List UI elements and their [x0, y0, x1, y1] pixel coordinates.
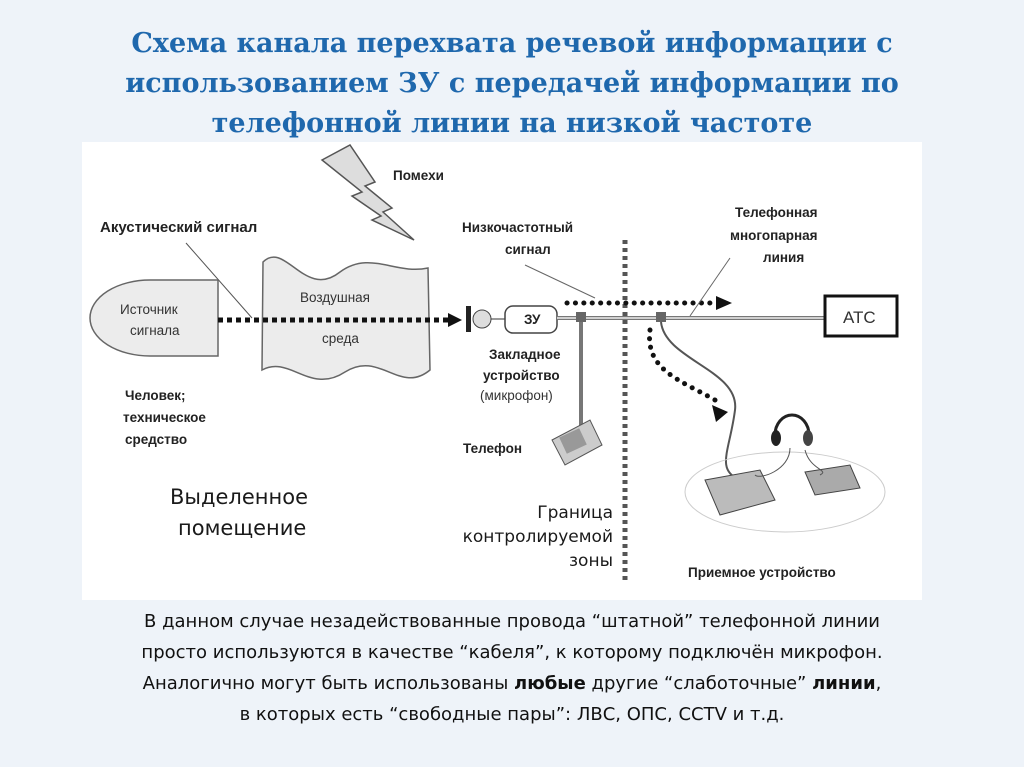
title-line: Схема канала перехвата речевой информаци… — [131, 28, 893, 59]
person-label: средство — [125, 432, 187, 447]
caption-line: Аналогично могут быть использованы любые… — [0, 668, 1024, 699]
source-label: сигнала — [130, 323, 180, 338]
noise-label: Помехи — [393, 168, 444, 183]
telephone-icon — [551, 419, 603, 466]
bug-label: (микрофон) — [480, 388, 553, 403]
room-label: Выделенное — [170, 485, 308, 509]
caption-line: просто используются в качестве “кабеля”,… — [141, 642, 883, 663]
caption-text: , — [875, 673, 882, 694]
bug-label: Закладное — [489, 347, 561, 362]
line-label: линия — [763, 250, 804, 265]
pointer-line — [689, 257, 731, 317]
lightning-icon — [320, 144, 415, 241]
person-label: техническое — [123, 410, 206, 425]
ats-label: АТС — [843, 308, 876, 327]
border-label: Граница — [537, 503, 613, 523]
junction — [656, 312, 666, 322]
caption-text: другие “слаботочные” — [585, 673, 813, 694]
title-line: использованием ЗУ с передачей информации… — [125, 68, 899, 99]
caption-emphasis: любые — [514, 673, 586, 694]
pointer-line — [524, 264, 596, 299]
junction — [576, 312, 586, 322]
arrow-head — [448, 313, 462, 327]
room-label: помещение — [178, 516, 306, 540]
arrow-head — [716, 296, 732, 310]
line-label: многопарная — [730, 228, 818, 243]
microphone-icon — [472, 309, 492, 329]
source-label: Источник — [120, 302, 178, 317]
bug-label: устройство — [483, 368, 560, 383]
lf-signal-label: сигнал — [505, 242, 551, 257]
caption-text: Аналогично могут быть использованы — [142, 673, 515, 694]
phone-label: Телефон — [463, 441, 522, 456]
air-label: Воздушная — [300, 290, 370, 305]
arrow-head — [712, 405, 728, 422]
person-label: Человек; — [125, 388, 186, 403]
microphone-icon — [466, 306, 471, 332]
receiver-equipment-icon — [684, 413, 886, 533]
caption-line: В данном случае незадействованные провод… — [144, 611, 880, 632]
border-label: контролируемой — [463, 527, 613, 547]
air-label: среда — [322, 331, 359, 346]
border-label: зоны — [569, 551, 613, 571]
receiver-cable — [660, 321, 741, 481]
caption-emphasis: линии — [812, 673, 876, 694]
line-label: Телефонная — [735, 205, 818, 220]
headphones-icon — [773, 413, 811, 436]
diagram-background — [82, 142, 922, 600]
pointer-line — [185, 242, 253, 319]
slide-title: Схема канала перехвата речевой информаци… — [0, 24, 1024, 144]
title-line: телефонной линии на низкой частоте — [211, 108, 813, 139]
ats-box — [823, 294, 899, 338]
receiver-label: Приемное устройство — [688, 565, 836, 580]
signal-source-shape — [89, 279, 219, 357]
lf-signal-label: Низкочастотный — [462, 220, 573, 235]
caption: В данном случае незадействованные провод… — [0, 606, 1024, 730]
acoustic-signal-label: Акустический сигнал — [100, 219, 257, 236]
caption-line: в которых есть “свободные пары”: ЛВС, ОП… — [239, 704, 785, 725]
zu-label: ЗУ — [524, 312, 541, 327]
